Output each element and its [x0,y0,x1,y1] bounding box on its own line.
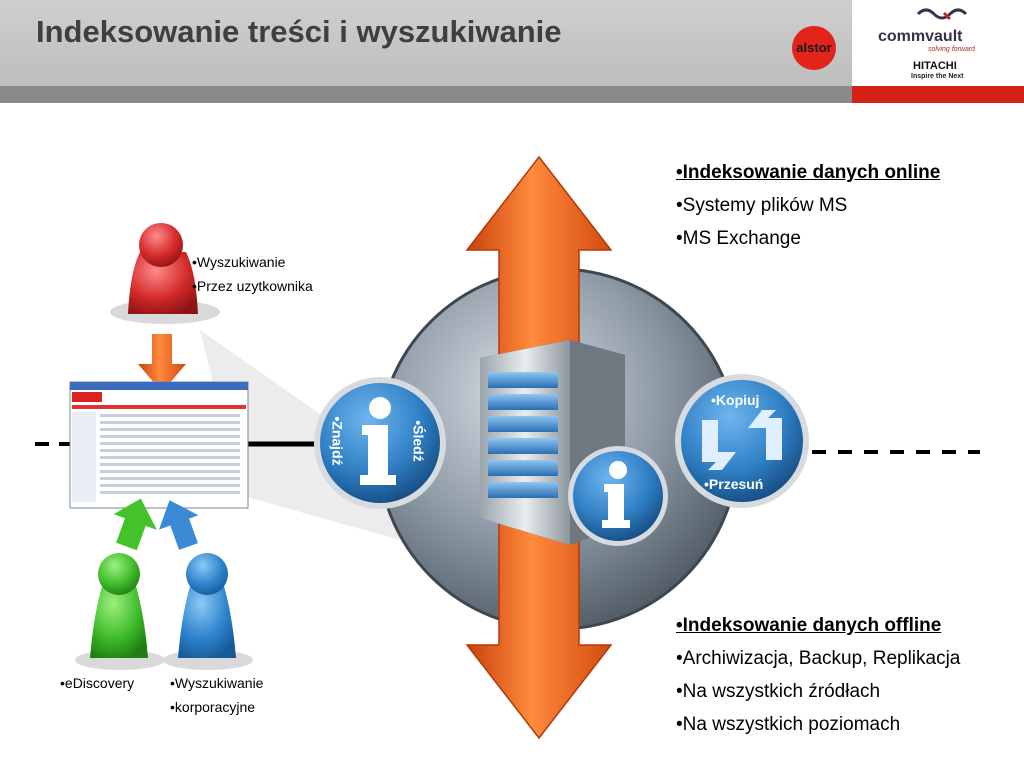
up-arrow-icon-green [113,498,157,551]
hitachi-logo-text: HITACHI [913,60,957,72]
label-sledz: •Śledź [410,420,427,462]
recycle-arrows-icon [702,410,782,470]
hitachi-tagline: Inspire the Next [911,73,964,80]
offline-heading: •Indeksowanie danych offline [676,615,942,636]
info-circle-left [314,377,446,509]
alstor-logo-text: alstor [796,40,832,55]
commvault-mark-icon [916,8,968,21]
online-item-ms-exchange: •MS Exchange [676,228,801,249]
online-list: •Indeksowanie danych online •Systemy pli… [676,156,940,255]
copy-move-circle [675,374,809,508]
info-icon [369,397,391,419]
pawn-icon-green [75,553,165,670]
offline-item-levels: •Na wszystkich poziomach [676,714,901,735]
down-arrow-icon [138,334,186,392]
ediscovery-label: •eDiscovery [60,675,135,691]
online-item-ms-files: •Systemy plików MS [676,195,848,216]
user-search-item-2: •Przez uzytkownika [192,278,313,294]
label-znajdz: •Znajdź [329,416,346,466]
user-search-item-1: •Wyszukiwanie [192,254,286,270]
pawn-icon-red [110,223,220,324]
slide-header: Indeksowanie treści i wyszukiwanie [0,0,1024,103]
corporate-search-item-2: •korporacyjne [170,699,256,715]
logo-area [852,0,1024,86]
label-kopiuj: •Kopiuj [711,392,760,408]
info-icon [609,461,627,479]
offline-item-sources: •Na wszystkich źródłach [676,681,881,702]
header-background [0,0,852,86]
commvault-logo-text: commvault [878,28,963,45]
up-arrow-icon-blue [158,500,199,550]
label-przesun: •Przesuń [704,476,764,492]
pawn-icon-blue [163,553,253,670]
screenshot-thumbnail [69,381,249,509]
commvault-tagline: solving forward [928,46,976,53]
slide-title: Indeksowanie treści i wyszukiwanie [36,14,562,49]
user-search-list: •Wyszukiwanie •Przez uzytkownika [192,250,313,298]
offline-list: •Indeksowanie danych offline •Archiwizac… [676,609,960,741]
corporate-search-list: •Wyszukiwanie •korporacyjne [170,671,263,719]
offline-item-archiving: •Archiwizacja, Backup, Replikacja [676,648,961,669]
alstor-logo: alstor [783,24,845,72]
corporate-search-item-1: •Wyszukiwanie [170,675,264,691]
header-bar-grey [0,86,852,103]
server-info-badge [568,446,668,546]
header-bar-red [852,86,1024,103]
online-heading: •Indeksowanie danych online [676,162,941,183]
